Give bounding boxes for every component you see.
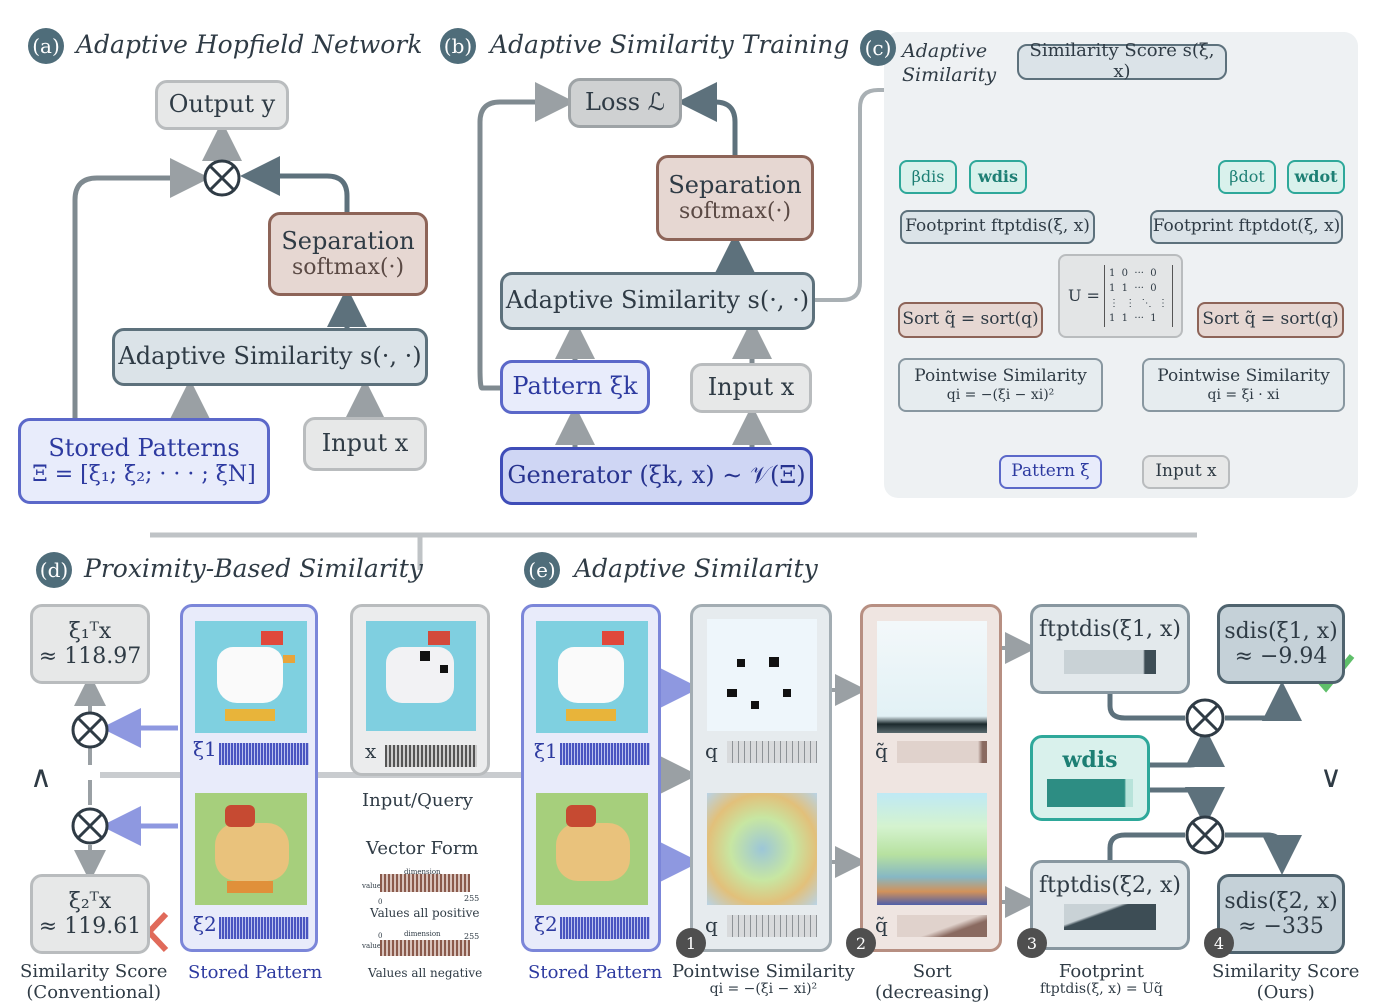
caption-stored-pattern-e: Stored Pattern: [528, 962, 663, 983]
vector-bar-xi2-e: [560, 917, 650, 939]
input-query-box: x: [350, 604, 490, 776]
adaptive-score-1: sdis(ξ1, x)≈ −9.94: [1217, 604, 1345, 684]
wedge-symbol: ∧: [30, 760, 52, 795]
footprint-box-2: ftptdis(ξ2, x): [1030, 860, 1190, 950]
caption-conventional: Similarity Score(Conventional): [20, 961, 168, 1003]
vector-form-negative: value 0 dimension 255: [362, 930, 486, 964]
footprint-dis-box: Footprint ftptdis(ξ, x): [900, 210, 1095, 244]
vector-bar-xi1-d: [219, 743, 309, 765]
panel-d-title: Proximity-Based Similarity: [84, 554, 423, 583]
conventional-score-1: ξ₁ᵀx≈ 118.97: [30, 604, 150, 684]
pointwise-map-2: [707, 793, 817, 905]
input-query-caption: Input/Query: [362, 790, 473, 811]
xi2-label-e: ξ2: [534, 912, 558, 936]
sorted-map-1: [877, 621, 987, 733]
similarity-score-box-c: Similarity Score s(ξ, x): [1017, 40, 1227, 82]
panel-c-badge: (c): [860, 30, 896, 66]
q-tilde-label-2: q̃: [875, 913, 888, 937]
noisy-chicken-image: [366, 621, 476, 731]
q-tilde-label-1: q̃: [875, 739, 888, 763]
stored-pattern-column-d: ξ1 ξ2: [180, 604, 318, 952]
chicken-image-1: [195, 621, 307, 733]
adaptive-similarity-box-b: Adaptive Similarity s(·, ·): [500, 272, 815, 330]
q-label-1: q: [705, 739, 718, 763]
input-box-b: Input x: [690, 363, 812, 413]
vector-bar-xi1-e: [560, 743, 650, 765]
q-tilde-vector-1: [897, 741, 987, 763]
pattern-box-b: Pattern ξk: [500, 360, 650, 414]
w-dis-weight-box: wdis: [1030, 735, 1150, 821]
conventional-score-2: ξ₂ᵀx≈ 119.61: [30, 874, 150, 954]
adaptive-score-2: sdis(ξ2, x)≈ −335: [1217, 874, 1345, 954]
chicken-image-2: [195, 793, 307, 905]
chicken-image-1-e: [536, 621, 648, 733]
xi1-label-d: ξ1: [193, 737, 217, 761]
pattern-box-c: Pattern ξ: [999, 455, 1102, 489]
xi1-label-e: ξ1: [534, 739, 558, 763]
x-label-d: x: [365, 739, 377, 763]
step-badge-2: 2: [846, 928, 876, 958]
sorted-map-2: [877, 793, 987, 905]
panel-e-badge: (e): [524, 552, 560, 588]
sort-box-right: Sort q̃ = sort(q): [1197, 302, 1344, 338]
pointwise-column: q q: [690, 604, 832, 952]
output-box: Output y: [155, 80, 289, 130]
step-badge-4: 4: [1204, 928, 1234, 958]
w-dis-bar: [1047, 779, 1133, 808]
q-vector-2: [727, 915, 817, 937]
footprint-box-1: ftptdis(ξ1, x): [1030, 604, 1190, 694]
step-badge-1: 1: [676, 928, 706, 958]
loss-box: Loss ℒ: [568, 78, 682, 128]
panel-b-badge: (b): [440, 28, 476, 64]
footprint-bar-1: [1064, 650, 1156, 675]
q-tilde-vector-2: [897, 915, 987, 937]
panel-a-badge: (a): [28, 28, 64, 64]
caption-sort: Sort(decreasing): [875, 961, 990, 1003]
caption-stored-pattern-d: Stored Pattern: [188, 962, 323, 983]
footprint-dot-box: Footprint ftptdot(ξ, x): [1150, 210, 1343, 244]
vector-bar-x-d: [385, 745, 477, 767]
generator-box: Generator (ξk, x) ∼ 𝒱(Ξ): [500, 447, 813, 505]
adaptive-similarity-box-a: Adaptive Similarity s(·, ·): [112, 328, 428, 386]
chicken-image-2-e: [536, 793, 648, 905]
vee-symbol: ∨: [1320, 760, 1342, 795]
xi2-label-d: ξ2: [193, 912, 217, 936]
panel-e-title: Adaptive Similarity: [574, 554, 818, 583]
sort-column: q̃ q̃: [860, 604, 1002, 952]
panel-b-title: Adaptive Similarity Training: [490, 30, 850, 59]
step-badge-3: 3: [1017, 928, 1047, 958]
footprint-bar-2: [1064, 904, 1156, 931]
panel-a-title: Adaptive Hopfield Network: [76, 30, 423, 59]
beta-dis-box: βdis: [899, 160, 957, 194]
vector-form-positive: value 0 dimension 255: [362, 868, 480, 906]
sort-box-left: Sort q̃ = sort(q): [898, 302, 1043, 338]
q-vector-1: [727, 741, 817, 763]
values-negative-caption: Values all negative: [368, 966, 483, 980]
q-label-2: q: [705, 913, 718, 937]
w-dot-box: wdot: [1287, 160, 1345, 194]
beta-dot-box: βdot: [1218, 160, 1276, 194]
vector-bar-xi2-d: [219, 917, 309, 939]
panel-d-badge: (d): [36, 552, 72, 588]
pointwise-map-1: [707, 619, 817, 731]
stored-pattern-column-e: ξ1 ξ2: [521, 604, 661, 952]
w-dis-box: wdis: [969, 160, 1027, 194]
vector-form-caption: Vector Form: [366, 838, 479, 859]
input-box-a: Input x: [303, 417, 427, 471]
input-box-c: Input x: [1142, 455, 1230, 489]
caption-score-ours: Similarity Score(Ours): [1212, 961, 1360, 1003]
values-positive-caption: Values all positive: [370, 906, 480, 920]
